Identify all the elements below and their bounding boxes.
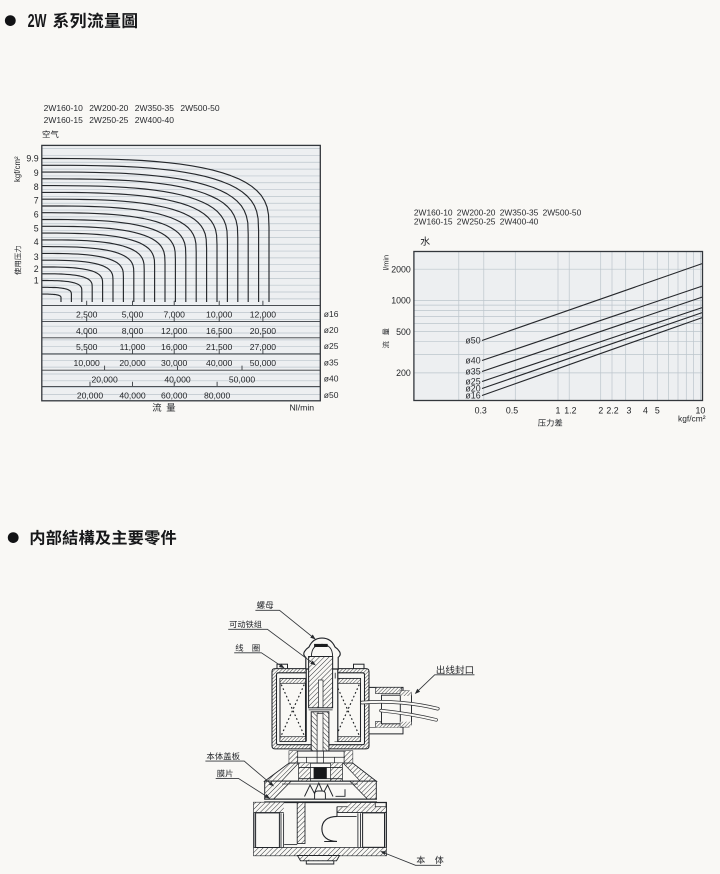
svg-text:10,000: 10,000: [206, 310, 233, 320]
svg-text:2W500-50: 2W500-50: [543, 207, 582, 217]
svg-text:5,500: 5,500: [76, 342, 98, 352]
svg-text:20,000: 20,000: [77, 391, 104, 401]
svg-text:ø40: ø40: [324, 374, 339, 384]
svg-text:2: 2: [598, 405, 603, 415]
svg-text:2,500: 2,500: [76, 310, 98, 320]
svg-text:2W160-15: 2W160-15: [414, 216, 453, 226]
svg-text:11,000: 11,000: [120, 342, 146, 352]
svg-text:20,000: 20,000: [119, 358, 146, 368]
svg-text:2W160-10: 2W160-10: [44, 103, 83, 113]
svg-text:500: 500: [396, 327, 411, 337]
svg-text:ø50: ø50: [324, 390, 339, 400]
svg-text:50,000: 50,000: [229, 374, 256, 384]
svg-text:40,000: 40,000: [164, 374, 191, 384]
svg-text:2W400-40: 2W400-40: [500, 216, 539, 226]
svg-text:2000: 2000: [391, 264, 411, 274]
svg-text:21,500: 21,500: [206, 342, 233, 352]
svg-text:9: 9: [34, 168, 39, 178]
svg-text:16,000: 16,000: [161, 342, 188, 352]
svg-text:ø25: ø25: [465, 376, 480, 386]
svg-text:ø16: ø16: [465, 390, 480, 400]
svg-text:12,000: 12,000: [250, 310, 277, 320]
svg-text:ø35: ø35: [465, 366, 480, 376]
svg-text:27,000: 27,000: [250, 342, 277, 352]
svg-text:1.2: 1.2: [564, 405, 576, 415]
svg-text:ø25: ø25: [324, 341, 339, 351]
svg-text:30,000: 30,000: [161, 358, 188, 368]
svg-text:2W160-10: 2W160-10: [414, 207, 453, 217]
svg-text:12,000: 12,000: [161, 326, 188, 336]
svg-text:4: 4: [643, 405, 648, 415]
svg-text:10,000: 10,000: [74, 358, 101, 368]
svg-text:Nl/min: Nl/min: [290, 403, 315, 413]
svg-text:8: 8: [34, 182, 39, 192]
svg-text:80,000: 80,000: [204, 391, 231, 401]
svg-text:9.9: 9.9: [26, 154, 38, 164]
svg-text:0.5: 0.5: [506, 405, 518, 415]
svg-text:2W: 2W: [28, 11, 47, 31]
svg-text:ø40: ø40: [465, 355, 480, 365]
svg-text:2W250-25: 2W250-25: [457, 216, 496, 226]
svg-text:3: 3: [34, 252, 39, 262]
svg-text:2W350-35: 2W350-35: [135, 103, 174, 113]
svg-text:20,000: 20,000: [91, 374, 118, 384]
svg-text:ø20: ø20: [324, 325, 339, 335]
svg-text:60,000: 60,000: [161, 391, 188, 401]
svg-text:2W350-35: 2W350-35: [500, 207, 539, 217]
svg-text:20,500: 20,500: [250, 326, 277, 336]
svg-text:40,000: 40,000: [206, 358, 233, 368]
svg-text:2W250-25: 2W250-25: [89, 115, 128, 125]
svg-text:ø50: ø50: [465, 335, 480, 345]
svg-text:4,000: 4,000: [76, 326, 98, 336]
svg-text:5: 5: [655, 405, 660, 415]
svg-text:2.2: 2.2: [606, 405, 618, 415]
svg-text:40,000: 40,000: [119, 391, 146, 401]
svg-text:7: 7: [34, 195, 39, 205]
svg-text:7,000: 7,000: [163, 310, 185, 320]
svg-text:50,000: 50,000: [250, 358, 277, 368]
svg-text:2W500-50: 2W500-50: [180, 103, 219, 113]
svg-text:16,500: 16,500: [206, 326, 233, 336]
svg-text:kgf/cm²: kgf/cm²: [678, 414, 706, 424]
svg-text:8,000: 8,000: [122, 326, 144, 336]
svg-text:ø20: ø20: [465, 383, 480, 393]
svg-text:ø35: ø35: [324, 357, 339, 367]
svg-text:2W400-40: 2W400-40: [135, 115, 174, 125]
svg-text:2: 2: [34, 264, 39, 274]
svg-text:l/min: l/min: [381, 255, 390, 271]
svg-text:3: 3: [627, 405, 632, 415]
svg-text:0.3: 0.3: [475, 405, 487, 415]
svg-text:2W200-20: 2W200-20: [457, 207, 496, 217]
svg-text:ø16: ø16: [324, 309, 339, 319]
svg-text:5,000: 5,000: [122, 310, 144, 320]
svg-text:5: 5: [34, 224, 39, 234]
svg-text:6: 6: [34, 210, 39, 220]
svg-text:1: 1: [34, 276, 39, 286]
svg-text:1000: 1000: [391, 296, 411, 306]
svg-text:4: 4: [34, 237, 39, 247]
svg-text:1: 1: [556, 405, 561, 415]
svg-text:200: 200: [396, 368, 411, 378]
svg-text:10: 10: [696, 405, 706, 415]
svg-text:2W160-15: 2W160-15: [44, 115, 83, 125]
svg-text:kgf/cm²: kgf/cm²: [13, 156, 22, 182]
svg-text:2W200-20: 2W200-20: [89, 103, 128, 113]
